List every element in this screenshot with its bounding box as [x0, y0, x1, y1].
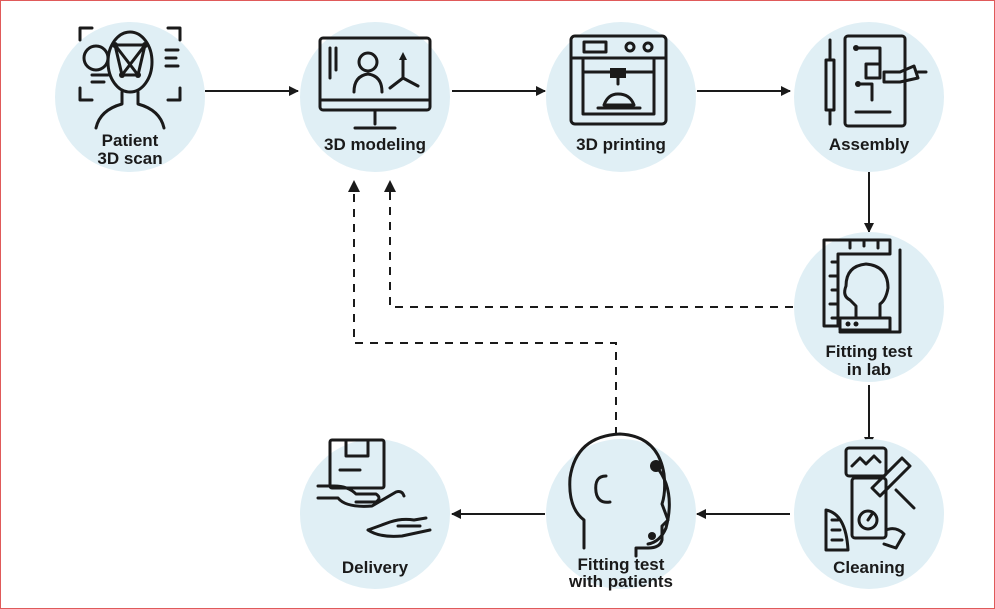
3d-printer-icon [569, 34, 668, 126]
step-patient-scan: Patient 3D scan [55, 22, 205, 172]
step-label: Assembly [829, 135, 910, 154]
step-label: 3D printing [576, 135, 666, 154]
step-assembly: Assembly [794, 22, 944, 172]
circuit-board-icon [824, 34, 928, 128]
step-circle [300, 439, 450, 589]
step-label: 3D modeling [324, 135, 426, 154]
step-fitting-lab: Fitting test in lab [794, 232, 944, 382]
dashed-arrowhead-patients [348, 180, 360, 192]
computer-modeling-icon [318, 36, 432, 130]
step-label-line2: in lab [847, 360, 891, 379]
step-printing: 3D printing [546, 22, 696, 172]
step-modeling: 3D modeling [300, 22, 450, 172]
package-hand-icon [316, 438, 432, 538]
step-circle [546, 439, 696, 589]
connectors [205, 86, 874, 519]
face-scan-icon [78, 26, 182, 130]
step-label-line2: with patients [568, 572, 673, 591]
cleaning-robot-icon [824, 446, 916, 552]
step-label-line1: Fitting test [826, 342, 913, 361]
step-delivery: Delivery [300, 438, 450, 589]
step-label-line1: Patient [102, 131, 159, 150]
step-label: Cleaning [833, 558, 905, 577]
dashed-feedback-patients-to-modeling [353, 190, 617, 435]
step-label-line1: Fitting test [578, 555, 665, 574]
step-fitting-patients: Fitting test with patients [546, 432, 696, 591]
dashed-arrowhead-lab [384, 180, 396, 192]
step-label-line2: 3D scan [97, 149, 162, 168]
head-measure-icon [822, 238, 902, 334]
step-cleaning: Cleaning [794, 439, 944, 589]
dashed-feedback-lab-to-modeling [389, 190, 793, 308]
head-device-icon [568, 432, 671, 558]
step-circle [794, 232, 944, 382]
step-label: Delivery [342, 558, 409, 577]
